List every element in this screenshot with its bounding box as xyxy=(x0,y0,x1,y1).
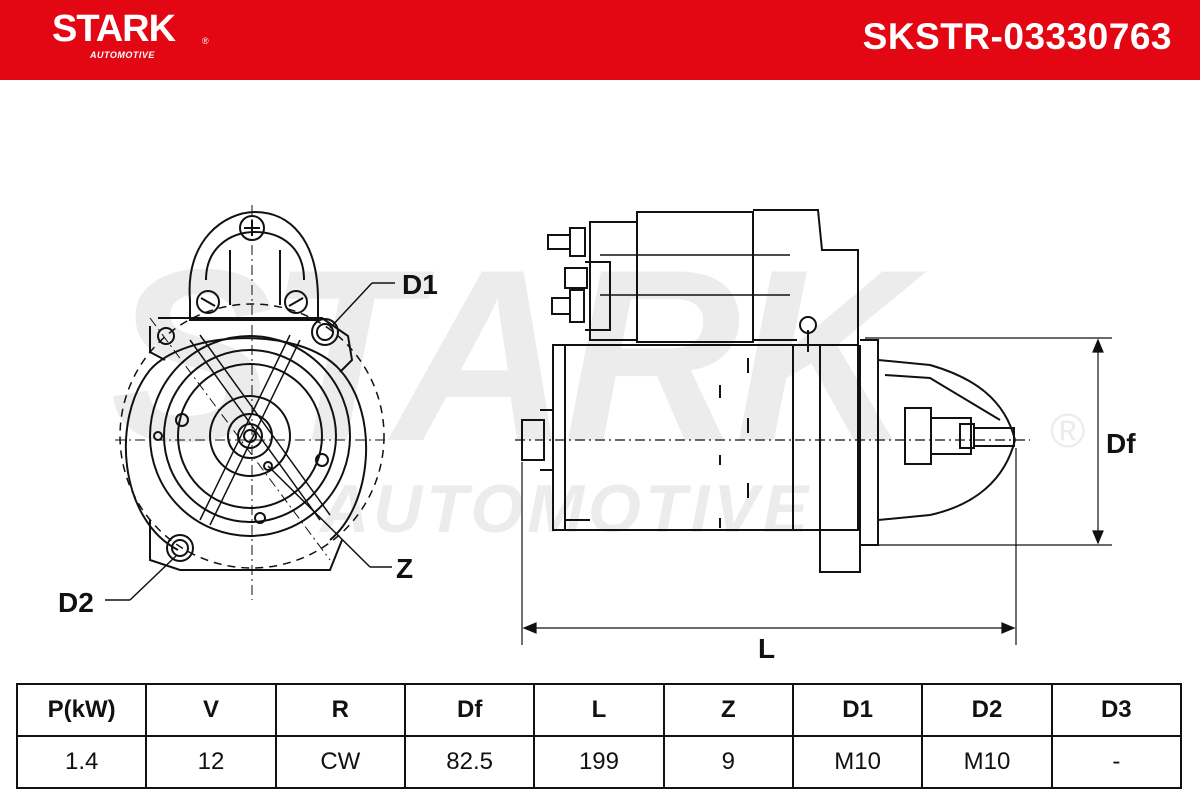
label-df: Df xyxy=(1106,428,1136,459)
label-d1: D1 xyxy=(402,269,438,300)
header-bar: STARK ® AUTOMOTIVE SKSTR-03330763 xyxy=(0,0,1200,80)
spec-value-rotation: CW xyxy=(274,735,406,789)
spec-value-d3: - xyxy=(1050,735,1183,789)
technical-drawing: STARK AUTOMOTIVE ® xyxy=(58,205,1136,664)
front-view-centerlines xyxy=(115,205,385,600)
dimension-df xyxy=(865,337,1112,546)
spec-header-d1: D1 xyxy=(791,683,924,737)
watermark-sub: AUTOMOTIVE xyxy=(318,471,812,547)
specs-table: P(kW) V R Df L Z D1 D2 D3 1.4 12 CW 82.5… xyxy=(15,683,1183,789)
label-z: Z xyxy=(396,553,413,584)
spec-header-power: P(kW) xyxy=(15,683,148,737)
spec-value-df: 82.5 xyxy=(403,735,536,789)
watermark-registered: ® xyxy=(1050,405,1085,458)
spec-value-d2: M10 xyxy=(921,735,1053,789)
label-d2: D2 xyxy=(58,587,94,618)
logo-registered-mark: ® xyxy=(202,36,209,46)
spec-value-length: 199 xyxy=(533,735,665,789)
stark-logo: STARK ® AUTOMOTIVE xyxy=(52,8,209,60)
dimension-l xyxy=(521,448,1017,645)
logo-brand: STARK xyxy=(52,8,176,50)
specs-header-row: P(kW) V R Df L Z D1 D2 D3 xyxy=(15,683,1183,737)
label-l: L xyxy=(758,633,775,664)
spec-header-teeth: Z xyxy=(662,683,794,737)
spec-value-d1: M10 xyxy=(791,735,924,789)
logo-subtitle: AUTOMOTIVE xyxy=(90,50,155,60)
spec-header-d3: D3 xyxy=(1050,683,1183,737)
specs-value-row: 1.4 12 CW 82.5 199 9 M10 M10 - xyxy=(15,735,1183,789)
spec-value-voltage: 12 xyxy=(145,735,277,789)
spec-header-df: Df xyxy=(403,683,536,737)
spec-header-d2: D2 xyxy=(921,683,1053,737)
spec-value-teeth: 9 xyxy=(662,735,794,789)
part-number: SKSTR-03330763 xyxy=(862,16,1172,57)
spec-value-power: 1.4 xyxy=(15,735,148,789)
spec-header-voltage: V xyxy=(145,683,277,737)
spec-header-length: L xyxy=(533,683,665,737)
leader-lines xyxy=(105,282,395,601)
front-view xyxy=(119,210,385,571)
spec-header-rotation: R xyxy=(274,683,406,737)
